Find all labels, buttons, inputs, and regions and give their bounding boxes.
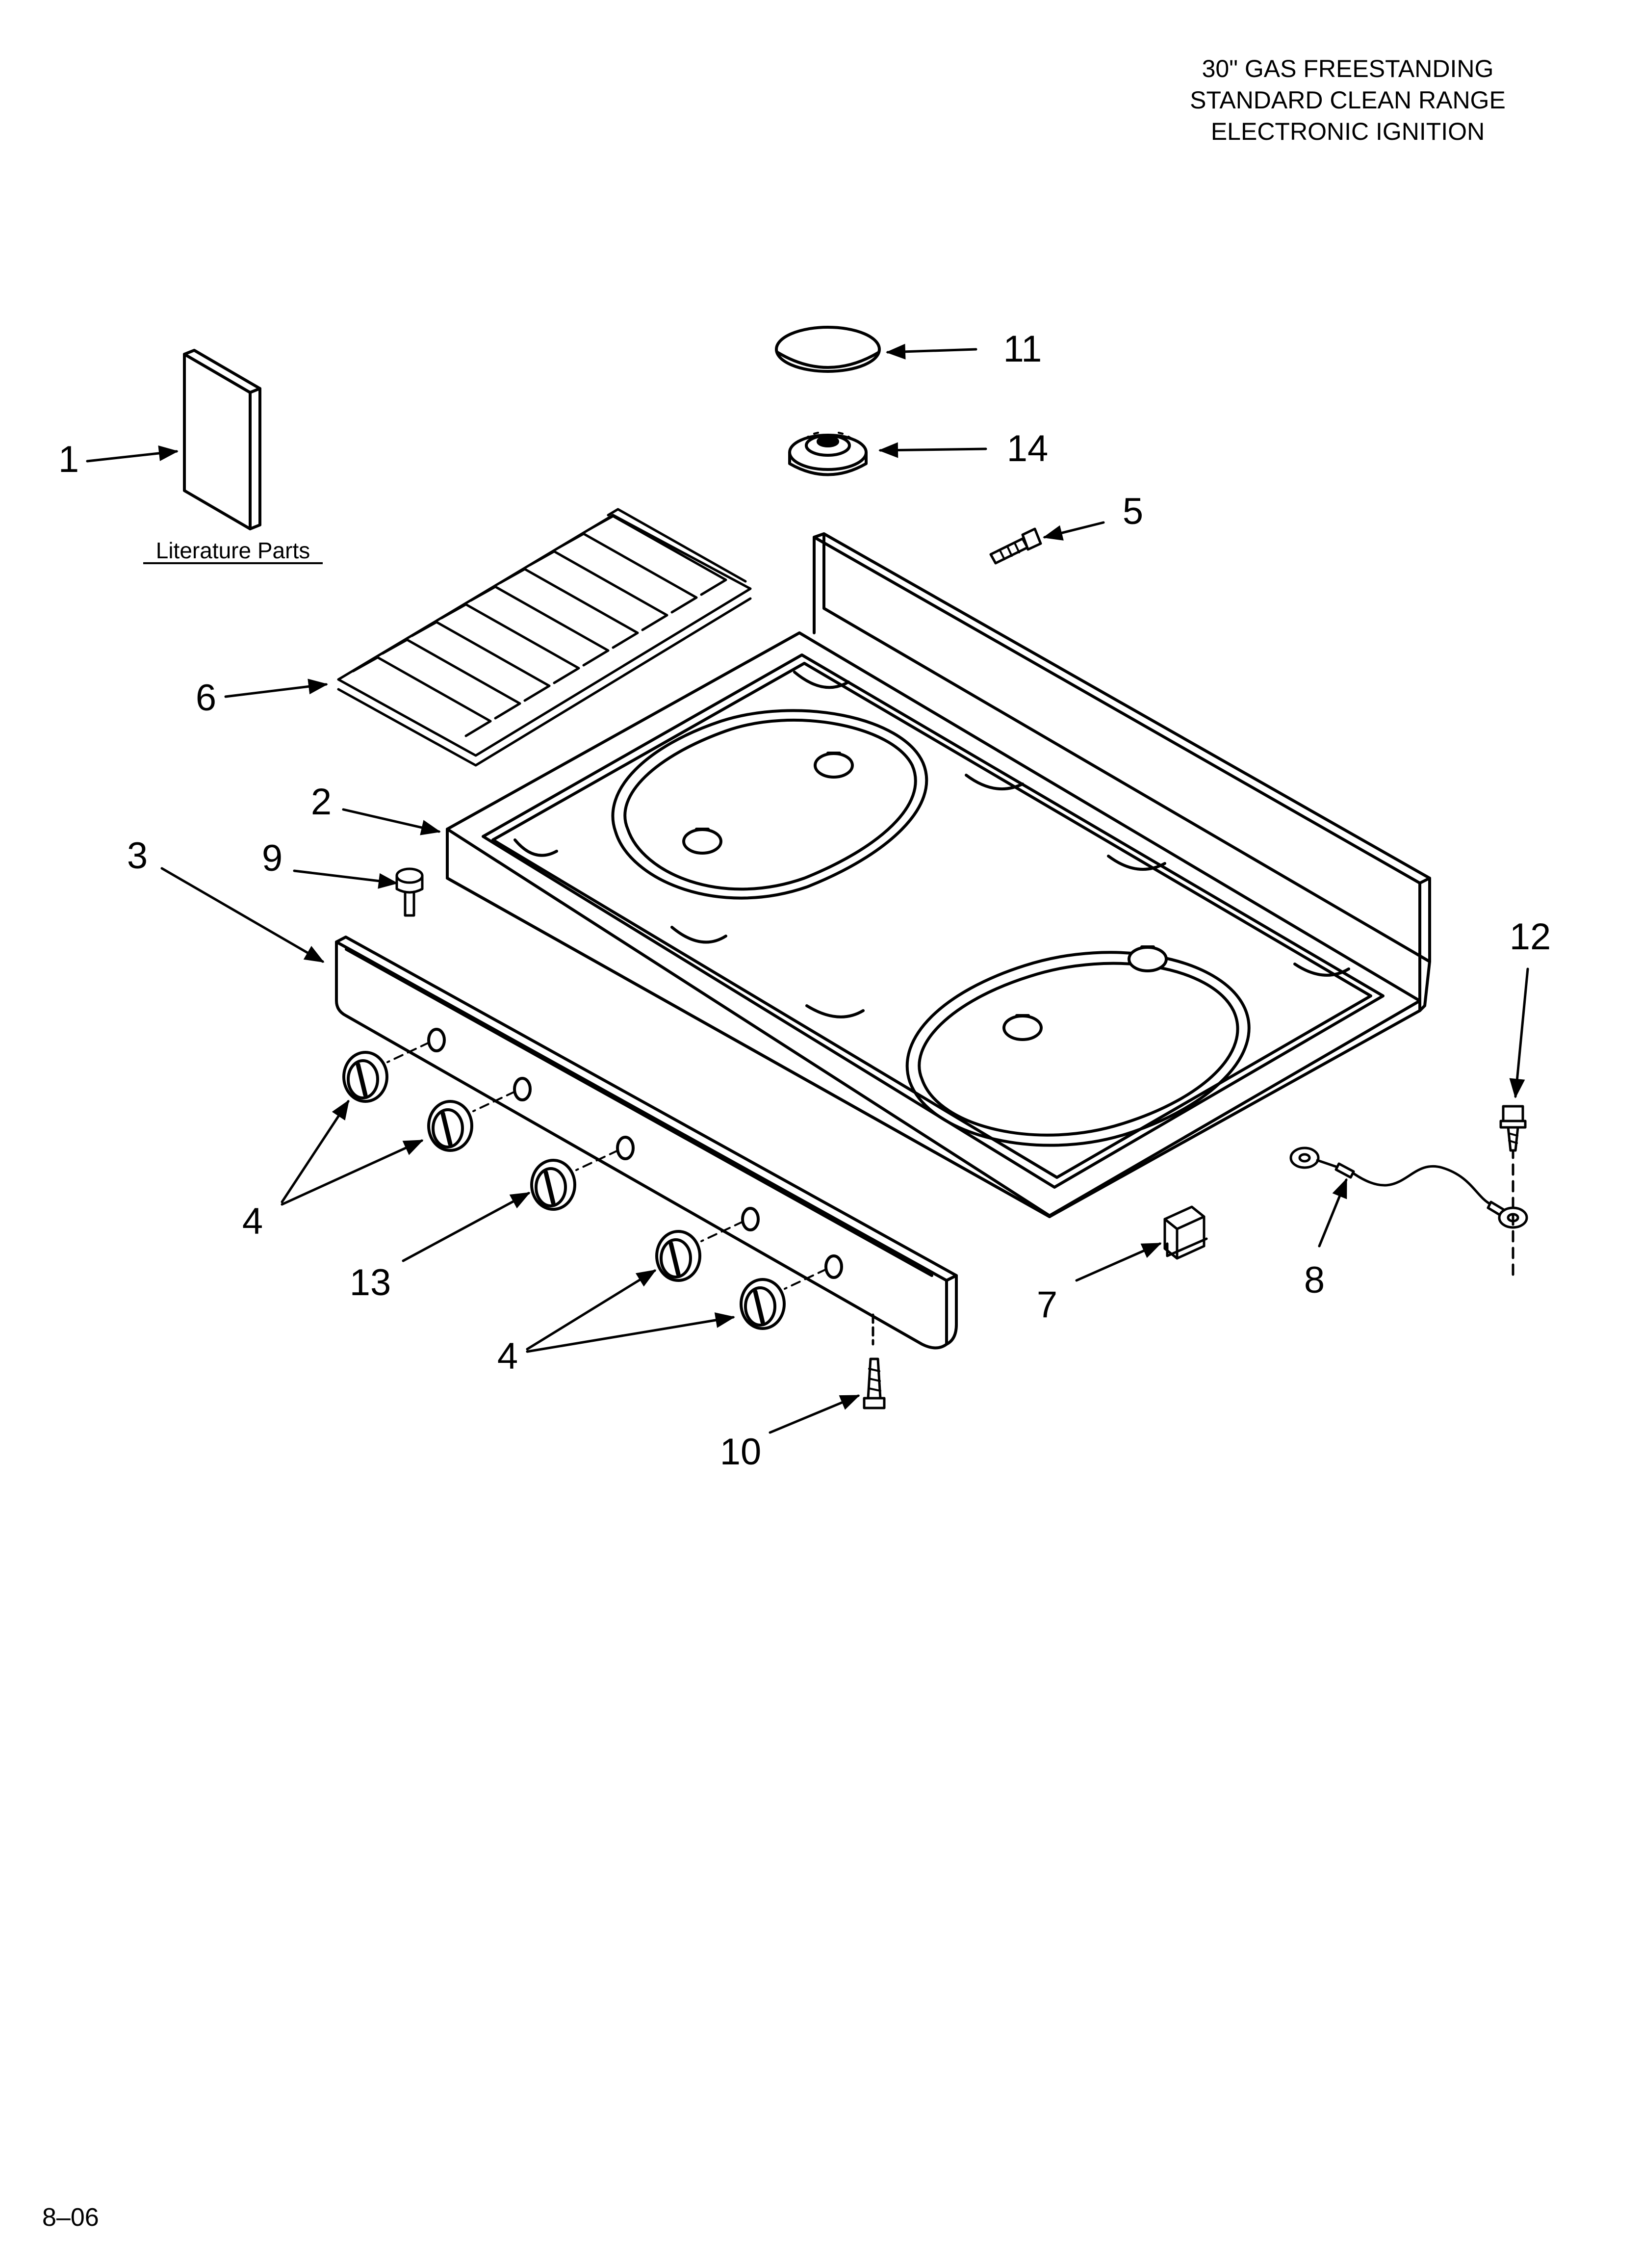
- control-knob-4: [655, 1230, 701, 1282]
- control-knob-5: [740, 1278, 786, 1330]
- diagram-title: 30" GAS FREESTANDING STANDARD CLEAN RANG…: [1127, 53, 1568, 147]
- burner-base: [788, 432, 868, 476]
- literature-booklet: [183, 349, 261, 530]
- callout-4-lower: 4: [497, 1335, 518, 1377]
- screw-part-5: [989, 527, 1042, 565]
- control-panel-strip: [335, 936, 958, 1350]
- screw-part-10: [863, 1313, 886, 1409]
- callout-2: 2: [311, 781, 332, 823]
- callout-13: 13: [350, 1262, 391, 1303]
- callout-7: 7: [1037, 1284, 1057, 1326]
- callout-12: 12: [1510, 916, 1551, 958]
- clip-part-7: [1163, 1205, 1208, 1260]
- title-line-3: ELECTRONIC IGNITION: [1210, 118, 1485, 145]
- callout-6: 6: [196, 677, 216, 719]
- control-knob-3: [530, 1159, 576, 1211]
- callout-5: 5: [1123, 491, 1143, 532]
- literature-parts-label: Literature Parts: [156, 538, 310, 563]
- cooktop-panel: [446, 532, 1431, 1218]
- callout-11: 11: [1003, 328, 1042, 370]
- title-line-2: STANDARD CLEAN RANGE: [1190, 86, 1506, 114]
- revision-code: 8–06: [42, 2203, 99, 2232]
- callout-14: 14: [1007, 428, 1049, 469]
- callout-9: 9: [262, 837, 282, 879]
- ground-wire-part-8: [1289, 1147, 1528, 1229]
- bumper-part-9: [395, 867, 424, 917]
- leader-arrows: [86, 343, 1529, 1434]
- title-line-1: 30" GAS FREESTANDING: [1202, 55, 1494, 82]
- callout-3: 3: [127, 835, 148, 877]
- callout-10: 10: [720, 1431, 762, 1473]
- callout-8: 8: [1304, 1259, 1325, 1301]
- screw-part-12: [1499, 1105, 1527, 1277]
- callout-4-upper: 4: [242, 1200, 263, 1242]
- burner-grate: [337, 508, 752, 767]
- control-knob-1: [342, 1051, 388, 1103]
- callout-1: 1: [58, 439, 79, 480]
- burner-cap: [775, 326, 881, 373]
- control-knob-2: [427, 1100, 473, 1152]
